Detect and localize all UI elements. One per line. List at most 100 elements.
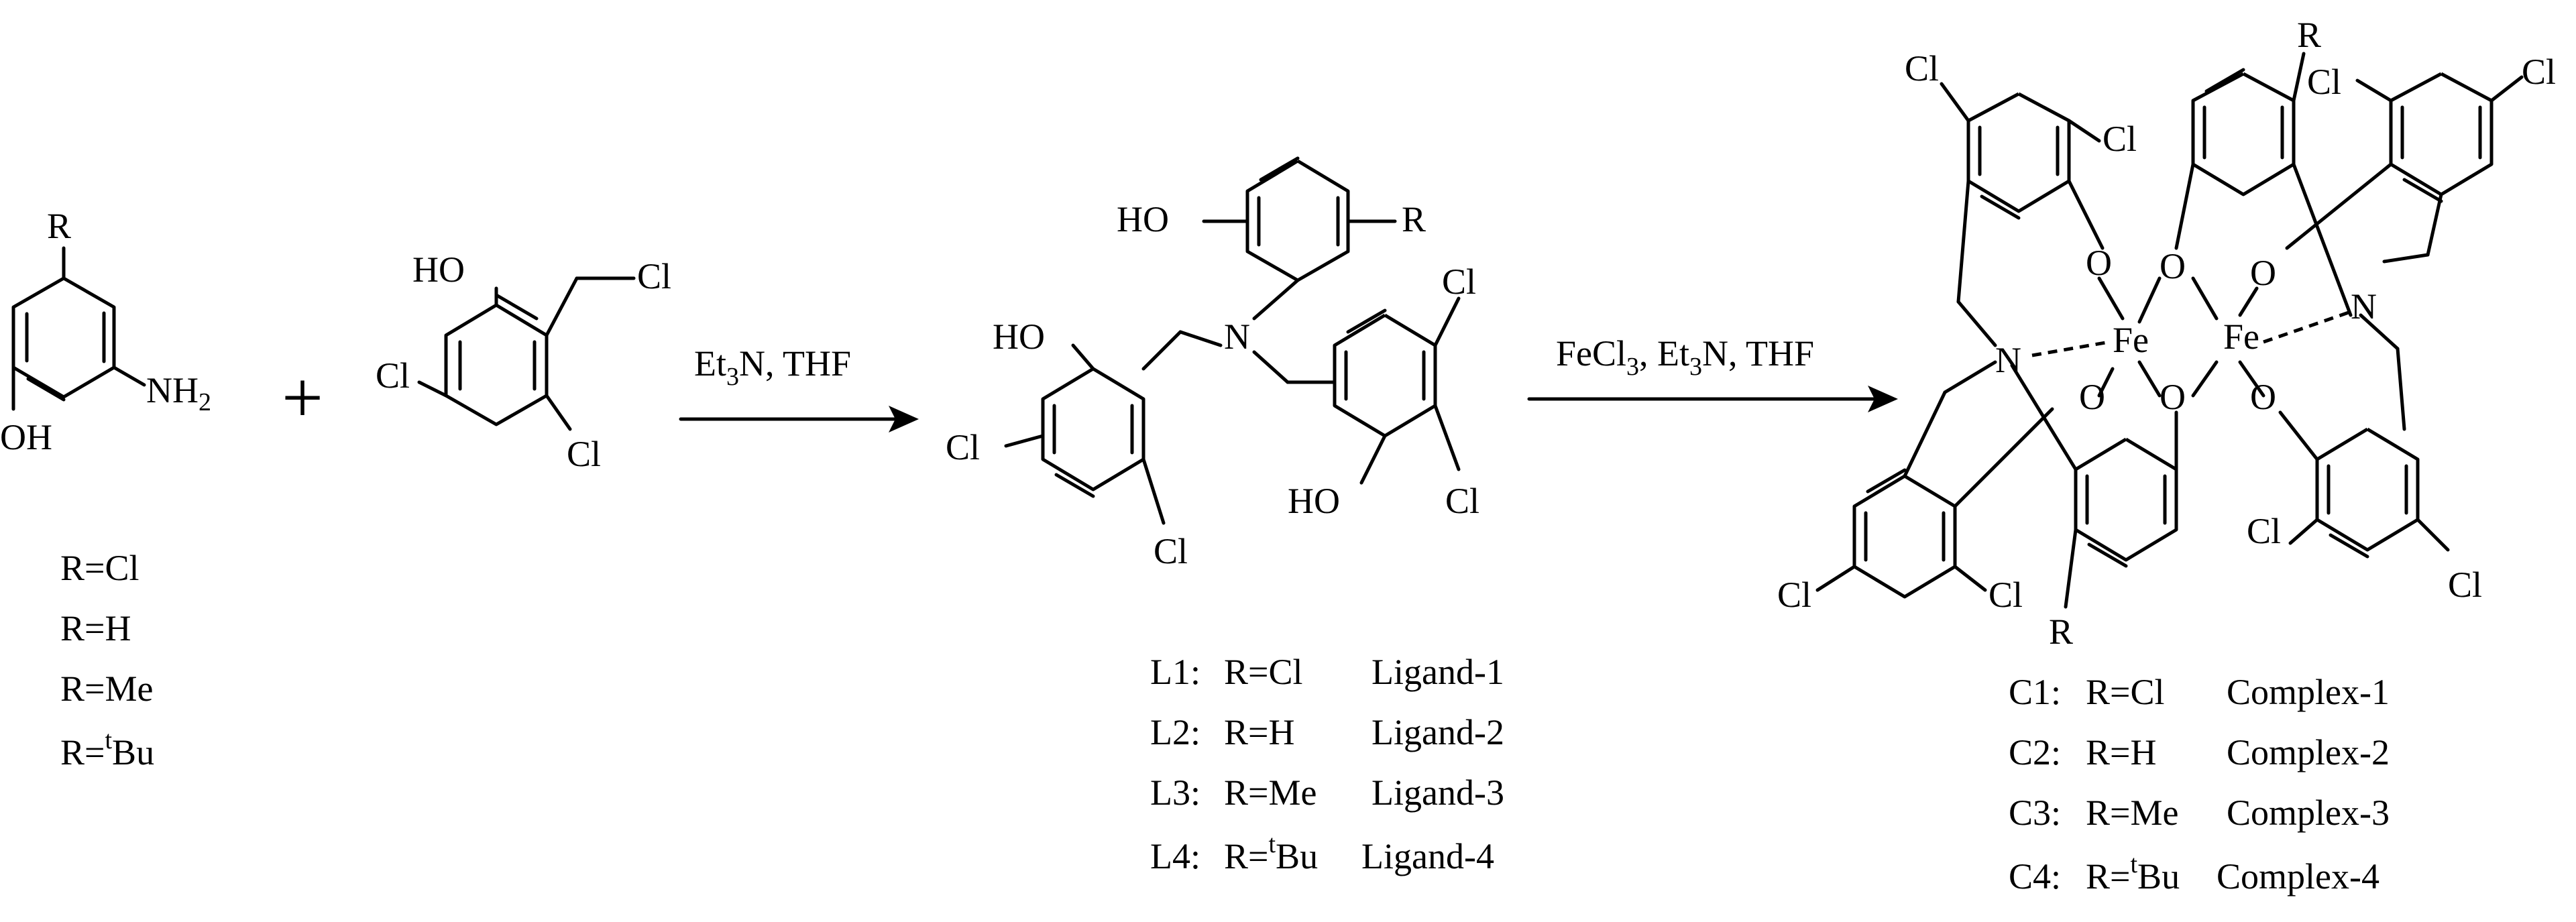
atom-label: Cl [2522, 52, 2556, 92]
bond-substituent [2010, 363, 2078, 471]
bond-dative [2263, 310, 2351, 344]
atom-label: Cl [637, 256, 671, 296]
bond-double [2087, 542, 2128, 568]
atom-label: N [1224, 316, 1250, 357]
bond-ring [11, 276, 116, 399]
atom-label: R [47, 206, 71, 246]
bond-substituent [2292, 52, 2306, 103]
bond-substituent [1359, 434, 1387, 485]
atom-label: Cl [1777, 575, 1811, 615]
atom-label: Cl [1905, 48, 1939, 89]
bond-substituent [2382, 253, 2430, 264]
atom-label: Fe [2223, 316, 2259, 357]
bond-substituent [1956, 300, 1997, 347]
complex-structure: Fe Fe N N O O O O O O Cl Cl R Cl Cl Cl C… [1777, 15, 2556, 652]
atom-label: Fe [2113, 320, 2149, 360]
bond-ring [1852, 474, 1957, 599]
bond-substituent [2288, 518, 2319, 545]
reaction-arrow-2: FeCl3, Et3N, THF [1527, 333, 1898, 412]
bond-substituent [1815, 565, 1856, 592]
atom-label: R [2297, 15, 2321, 55]
bond-substituent [1141, 457, 1166, 525]
bond-substituent [1953, 565, 1987, 592]
reaction-arrow-1: Et3N, THF [679, 343, 919, 433]
arrowhead [889, 406, 919, 433]
atom-label: HO [412, 249, 465, 290]
bond-substituent [2174, 162, 2195, 250]
bond-substituent [112, 365, 146, 387]
bond-double [2402, 178, 2443, 203]
reactant-chloromethylphenol: HO Cl Cl Cl [376, 249, 671, 474]
atom-label: O [2250, 377, 2276, 417]
bond-substituent [2067, 119, 2101, 143]
bond-substituent [1433, 296, 1461, 347]
bond-double [2204, 68, 2245, 93]
atom-label: Cl [1989, 575, 2023, 615]
atom-label: R [1402, 199, 1426, 239]
atom-label: HO [993, 316, 1045, 357]
atom-label: Cl [1445, 481, 1479, 521]
bond-substituent [417, 380, 448, 398]
bond-substituent [2278, 410, 2319, 461]
bond-coordination [2191, 360, 2219, 398]
bond-substituent [545, 276, 579, 337]
r-option: R=H [60, 608, 131, 648]
bond-coordination [2137, 360, 2162, 398]
atom-label: N [2351, 286, 2377, 327]
bond-substituent [1252, 350, 1290, 384]
atom-label: O [2250, 253, 2276, 293]
atom-label: O [2086, 243, 2112, 283]
bond-substituent [1953, 407, 2054, 508]
bond-substituent [2359, 313, 2400, 351]
atom-label: Cl [376, 355, 410, 396]
atom-label: N [1995, 340, 2021, 380]
bond-coordination [2238, 360, 2265, 398]
atom-label: NH2 [146, 370, 211, 416]
bond-substituent [1956, 179, 1970, 304]
bond-substituent [2489, 75, 2524, 103]
conditions-step2: FeCl3, Et3N, THF [1556, 333, 1814, 381]
bond-substituent [2426, 192, 2443, 257]
bond-substituent [1903, 390, 1947, 478]
bond-substituent [2416, 518, 2450, 552]
atom-label: R [2049, 612, 2073, 652]
bond-ring [1966, 92, 2071, 213]
bond-double [2329, 533, 2369, 559]
atom-label: OH [0, 417, 52, 457]
r-option: R=Me [60, 669, 153, 709]
atom-label: Cl [2247, 511, 2281, 551]
bond-coordination [2097, 367, 2115, 398]
atom-label: HO [1117, 199, 1169, 239]
bond-substituent [1252, 278, 1300, 321]
bond-double [1866, 468, 1907, 494]
bond-double [1054, 473, 1095, 498]
arrowhead [1868, 386, 1898, 412]
atom-label: O [2160, 377, 2186, 417]
bond-substituent [2396, 347, 2406, 431]
r-option: R=tBu [60, 726, 154, 772]
bond-dative [2031, 340, 2110, 357]
bond-substituent [1178, 330, 1223, 347]
atom-label: Cl [2307, 62, 2341, 102]
reactant-aminophenol: R NH2 OH [0, 206, 211, 457]
atom-label: Cl [567, 434, 601, 474]
r-group-list: R=Cl R=H R=Me R=tBu [60, 548, 154, 772]
bond-double [1259, 156, 1300, 182]
bond-substituent [1433, 404, 1461, 471]
bond-coordination [2137, 276, 2162, 324]
ligand-structure: HO R N HO Cl Cl Cl HO Cl [946, 156, 1479, 571]
bond-substituent [1940, 82, 1970, 123]
conditions-step1: Et3N, THF [694, 343, 851, 391]
bond-substituent [1943, 360, 1997, 394]
bond-coordination [2097, 276, 2125, 321]
bond-substituent [1141, 330, 1182, 371]
